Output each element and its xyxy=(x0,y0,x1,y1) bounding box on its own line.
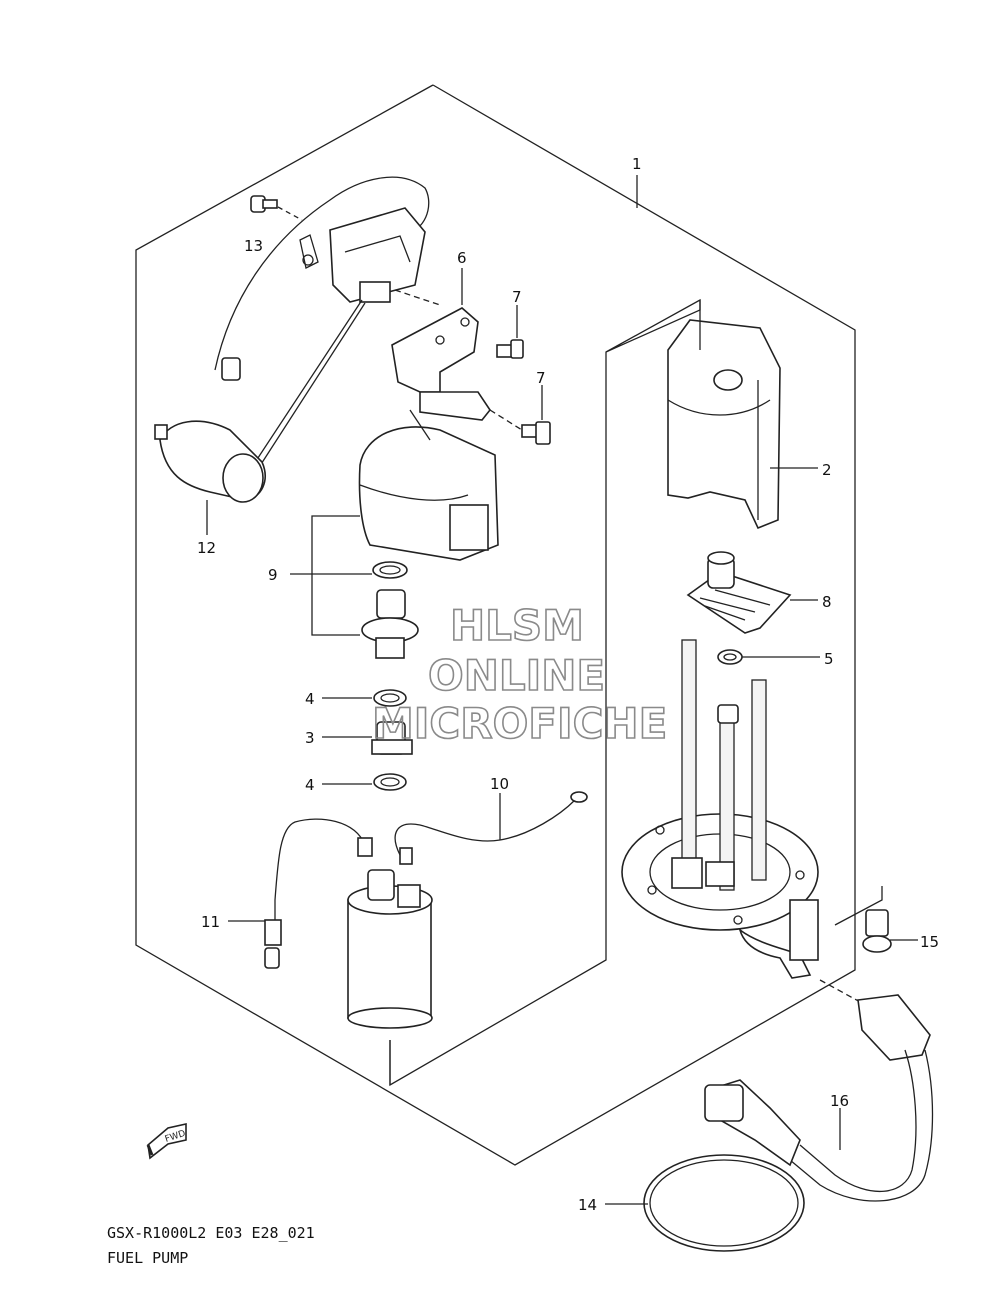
o-ring-4-upper xyxy=(322,689,407,707)
filter-3 xyxy=(322,721,413,755)
watermark-line-2: ONLINE xyxy=(428,651,605,700)
callout-11: 11 xyxy=(201,913,220,931)
fwd-arrow-icon: FWD xyxy=(146,1123,187,1160)
lead-wire-11 xyxy=(228,818,373,969)
o-ring-5 xyxy=(717,649,820,665)
o-ring-4-lower xyxy=(322,773,407,791)
callout-4-upper: 4 xyxy=(305,690,315,708)
callout-6: 6 xyxy=(457,249,467,267)
lead-wire-10 xyxy=(394,791,588,865)
pump-base-plate xyxy=(621,639,819,979)
callout-7-upper: 7 xyxy=(512,288,522,306)
fuel-filter-8 xyxy=(686,551,818,634)
callout-8: 8 xyxy=(822,593,832,611)
callout-9: 9 xyxy=(268,566,278,584)
callout-5: 5 xyxy=(824,650,834,668)
bolt-7-lower xyxy=(489,385,551,445)
callout-14: 14 xyxy=(578,1196,597,1214)
callout-1: 1 xyxy=(632,155,642,173)
watermark-line-1: HLSM xyxy=(450,601,584,650)
gasket-14 xyxy=(605,1154,805,1252)
diagram-title: FUEL PUMP xyxy=(107,1249,189,1267)
callout-10: 10 xyxy=(490,775,509,793)
assembly-outline xyxy=(135,84,856,1166)
watermark-line-3: MICROFICHE xyxy=(372,699,667,748)
screw-13 xyxy=(250,195,303,221)
callout-13: 13 xyxy=(244,237,263,255)
callout-3: 3 xyxy=(305,729,315,747)
callout-2: 2 xyxy=(822,461,832,479)
bracket-6 xyxy=(391,268,491,421)
callout-12: 12 xyxy=(197,539,216,557)
fuel-hose-16 xyxy=(704,979,934,1202)
bolt-15 xyxy=(834,886,918,953)
pressure-regulator-set-9 xyxy=(290,409,499,659)
pump-case-2 xyxy=(667,300,818,530)
callout-15: 15 xyxy=(920,933,939,951)
diagram-code: GSX-R1000L2 E03 E28_021 xyxy=(107,1224,315,1242)
fuel-pump-motor xyxy=(347,869,433,1085)
watermark: HLSM ONLINE MICROFICHE xyxy=(371,600,668,749)
callout-7-lower: 7 xyxy=(536,369,546,387)
bolt-7-upper xyxy=(496,305,524,359)
callout-16: 16 xyxy=(830,1092,849,1110)
float xyxy=(154,420,266,503)
fuel-level-gauge-12 xyxy=(154,176,441,535)
callout-4-lower: 4 xyxy=(305,776,315,794)
